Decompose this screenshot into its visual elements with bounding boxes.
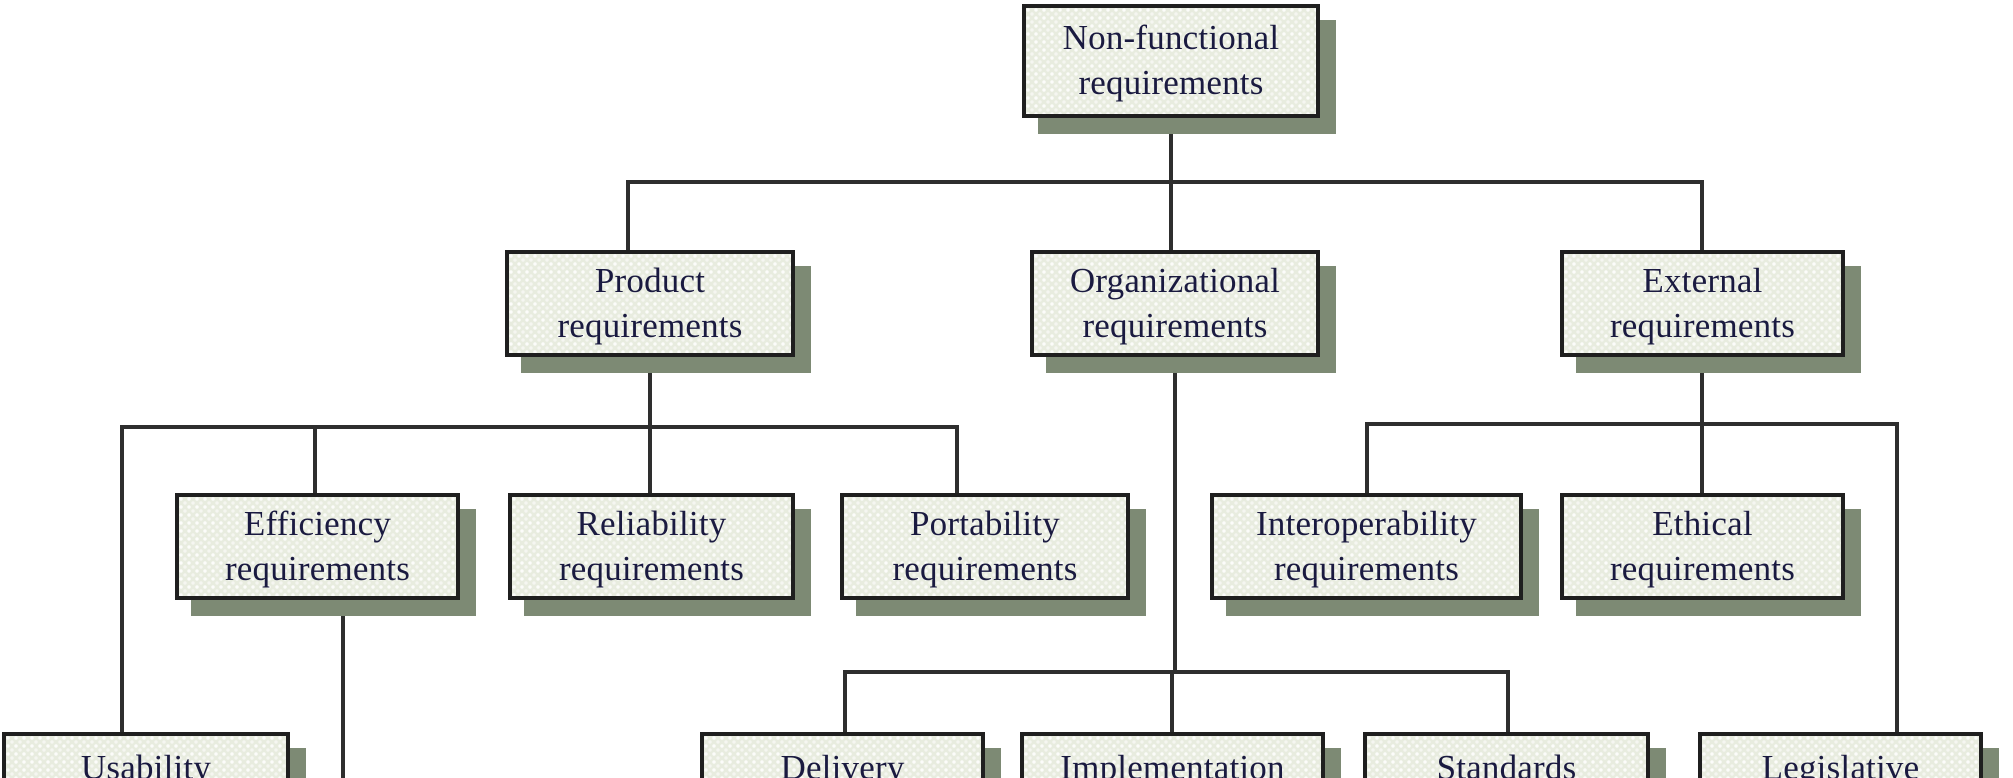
edge-organizational-children-horizontal <box>845 670 1508 674</box>
node-organizational-requirements: Organizational requirements <box>1030 250 1320 357</box>
edge-level1-horizontal <box>628 180 1702 184</box>
node-label: Reliability requirements <box>558 503 745 588</box>
edge-external-trunk-to-ethical <box>1700 357 1704 495</box>
node-reliability-requirements: Reliability requirements <box>508 493 795 600</box>
node-interoperability-requirements: Interoperability requirements <box>1210 493 1523 600</box>
node-portability-requirements: Portability requirements <box>840 493 1130 600</box>
node-label: Usability <box>80 748 212 778</box>
edge-root-to-organizational <box>1169 118 1173 250</box>
edge-organizational-trunk <box>1173 357 1177 674</box>
node-delivery: Delivery <box>700 732 985 778</box>
node-label: Portability requirements <box>892 503 1078 588</box>
node-label: Product requirements <box>557 260 743 345</box>
node-label: External requirements <box>1609 260 1796 345</box>
node-external-requirements: External requirements <box>1560 250 1845 357</box>
node-standards: Standards <box>1363 732 1650 778</box>
node-label: Organizational requirements <box>1069 260 1281 345</box>
node-label: Ethical requirements <box>1609 503 1796 588</box>
edge-drop-implementation <box>1170 670 1174 736</box>
edge-drop-portability <box>955 425 959 495</box>
node-legislative: Legislative <box>1698 732 1983 778</box>
node-implementation: Implementation <box>1020 732 1325 778</box>
edge-drop-usability <box>120 425 124 736</box>
node-ethical-requirements: Ethical requirements <box>1560 493 1845 600</box>
node-efficiency-requirements: Efficiency requirements <box>175 493 460 600</box>
edge-drop-delivery <box>843 670 847 736</box>
edge-drop-efficiency <box>313 425 317 495</box>
edge-drop-legislative <box>1895 422 1899 736</box>
edge-drop-external <box>1700 180 1704 250</box>
node-label: Implementation <box>1060 748 1285 778</box>
node-label: Efficiency requirements <box>224 503 411 588</box>
node-product-requirements: Product requirements <box>505 250 795 357</box>
edge-drop-interoperability <box>1365 422 1369 495</box>
node-label: Interoperability requirements <box>1256 503 1477 588</box>
edge-product-children-horizontal <box>122 425 957 429</box>
node-non-functional-requirements: Non-functional requirements <box>1022 4 1320 118</box>
edge-drop-standards <box>1506 670 1510 736</box>
edge-efficiency-offscreen <box>341 598 345 778</box>
node-usability: Usability <box>2 732 290 778</box>
edge-external-children-horizontal <box>1367 422 1897 426</box>
node-label: Non-functional requirements <box>1062 18 1280 102</box>
node-label: Legislative <box>1761 748 1920 778</box>
node-label: Standards <box>1436 748 1577 778</box>
node-label: Delivery <box>780 748 905 778</box>
edge-drop-product <box>626 180 630 250</box>
